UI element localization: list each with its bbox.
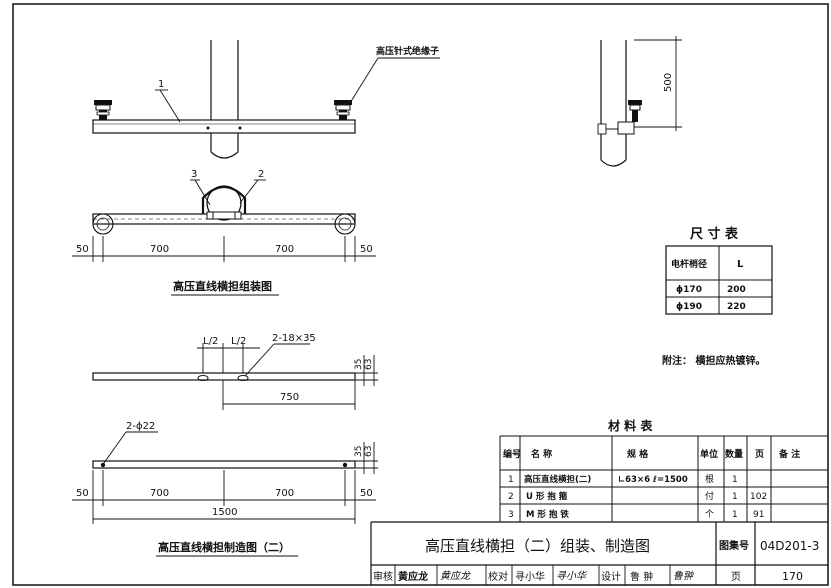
dim-50-left: 50 <box>76 244 89 255</box>
note: 附注： 横担应热镀锌。 <box>662 354 765 367</box>
dim-63-a: 63 <box>364 359 374 370</box>
slot-2 <box>237 375 249 381</box>
fab-bar-1 <box>92 372 356 381</box>
side-view: 500 <box>597 36 682 167</box>
dim-700-left: 700 <box>150 244 169 255</box>
m-bracket <box>206 211 242 220</box>
design-signature: 鲁翀 <box>673 570 694 582</box>
slot-1 <box>197 375 209 381</box>
dim-slots: 2-18×35 <box>272 333 316 344</box>
dim-35-a: 35 <box>354 359 364 370</box>
check-signature: 寻小华 <box>556 570 587 582</box>
u-clamp <box>201 185 247 214</box>
fab-dim-700-right: 700 <box>275 488 294 499</box>
dim-35-b: 35 <box>354 446 364 457</box>
dim-750: 750 <box>280 392 299 403</box>
size-row-1-dia: ϕ170 <box>676 285 702 295</box>
dim-500: 500 <box>663 73 674 92</box>
dim-63-b: 63 <box>364 446 374 457</box>
assembly-title: 高压直线横担组装图 <box>173 279 272 293</box>
fab-dim-700-left: 700 <box>150 488 169 499</box>
page-no: 170 <box>782 570 803 583</box>
fab-dim-1500: 1500 <box>212 507 237 518</box>
check-name: 寻小华 <box>515 570 545 583</box>
hole-left <box>100 462 106 468</box>
atlas-no: 04D201-3 <box>760 539 819 553</box>
review-signature: 黄应龙 <box>440 570 471 582</box>
size-row-2-L: 220 <box>727 302 746 312</box>
page-label: 页 <box>731 571 741 583</box>
fab-bar-2 <box>92 460 356 469</box>
size-row-2-dia: ϕ190 <box>676 302 702 312</box>
mat-r1-unit: 根 <box>705 473 714 485</box>
mat-r1-name: 高压直线横担(二) <box>524 474 591 485</box>
mat-r3-qty: 1 <box>732 510 738 520</box>
main-title: 高压直线横担（二）组装、制造图 <box>425 537 650 555</box>
size-header-L: L <box>737 259 744 270</box>
mat-h-note: 备 注 <box>778 448 800 460</box>
sheet-border <box>12 3 829 586</box>
mat-r1-no: 1 <box>508 475 514 485</box>
fabrication-drawing: L/2 L/2 2-18×35 750 35 63 2-ϕ22 35 63 50 <box>72 333 378 557</box>
dim-L2-b: L/2 <box>231 336 246 347</box>
callout-3: 3 <box>191 169 197 180</box>
materials-title: 材 料 表 <box>607 418 653 433</box>
review-name: 黄应龙 <box>398 570 428 583</box>
callout-1: 1 <box>158 79 164 90</box>
dim-50-right: 50 <box>360 244 373 255</box>
cross-arm-front <box>92 119 356 134</box>
size-header-diameter: 电杆梢径 <box>671 258 707 270</box>
size-row-1-L: 200 <box>727 285 746 295</box>
title-block: 高压直线横担（二）组装、制造图 图集号 04D201-3 审核 黄应龙 黄应龙 … <box>370 521 828 585</box>
mat-r2-no: 2 <box>508 492 514 502</box>
mat-r3-unit: 个 <box>705 509 714 520</box>
mat-r2-name: U 形 抱 箍 <box>526 491 568 502</box>
materials-table: 材 料 表 编号 名 称 规 格 单位 数量 页 备 注 1 高压直线横担(二)… <box>499 418 828 522</box>
insulator-plan-left <box>92 213 114 235</box>
mat-r2-page: 102 <box>750 492 767 502</box>
dim-L2-a: L/2 <box>203 336 218 347</box>
mat-h-spec: 规 格 <box>627 448 649 460</box>
mat-r1-spec: ∟63×6 ℓ=1500 <box>618 475 688 485</box>
hole-right <box>342 462 348 468</box>
pole-outline <box>210 40 239 152</box>
mat-r3-no: 3 <box>508 510 514 520</box>
insulator-leader <box>349 57 379 104</box>
mat-h-page: 页 <box>755 449 764 460</box>
assembly-dimensions <box>72 236 376 262</box>
dim-holes: 2-ϕ22 <box>126 421 155 432</box>
fab-dim-50-right: 50 <box>360 488 373 499</box>
size-table: 尺 寸 表 电杆梢径 L ϕ170 200 ϕ190 220 <box>665 226 773 315</box>
design-name: 鲁 翀 <box>630 570 653 583</box>
mat-r3-name: M 形 抱 铁 <box>526 509 569 520</box>
insulator-right-icon <box>334 100 352 120</box>
mat-h-unit: 单位 <box>700 448 718 460</box>
mat-r2-qty: 1 <box>732 492 738 502</box>
check-label: 校对 <box>488 570 508 583</box>
side-arm <box>617 121 635 135</box>
design-label: 设计 <box>601 570 621 583</box>
assembly-drawing: 高压针式绝缘子 1 3 2 50 <box>72 40 440 296</box>
mat-r3-page: 91 <box>753 510 764 520</box>
mat-r1-qty: 1 <box>732 475 738 485</box>
mat-h-name: 名 称 <box>531 448 552 460</box>
mat-r2-unit: 付 <box>705 491 714 502</box>
fabrication-title: 高压直线横担制造图（二） <box>158 540 290 554</box>
dim-700-right: 700 <box>275 244 294 255</box>
mat-h-no: 编号 <box>503 448 521 460</box>
size-table-title: 尺 寸 表 <box>690 226 739 242</box>
insulator-label: 高压针式绝缘子 <box>376 45 439 57</box>
fab-dim-50-left: 50 <box>76 488 89 499</box>
atlas-label: 图集号 <box>719 539 749 552</box>
callout-2: 2 <box>258 169 264 180</box>
review-label: 审核 <box>373 570 393 583</box>
callout-1-leader <box>159 89 181 123</box>
pole-bottom-curve <box>210 151 239 159</box>
mat-h-qty: 数量 <box>725 448 743 460</box>
insulator-plan-right <box>334 213 356 235</box>
insulator-left-icon <box>94 100 112 120</box>
